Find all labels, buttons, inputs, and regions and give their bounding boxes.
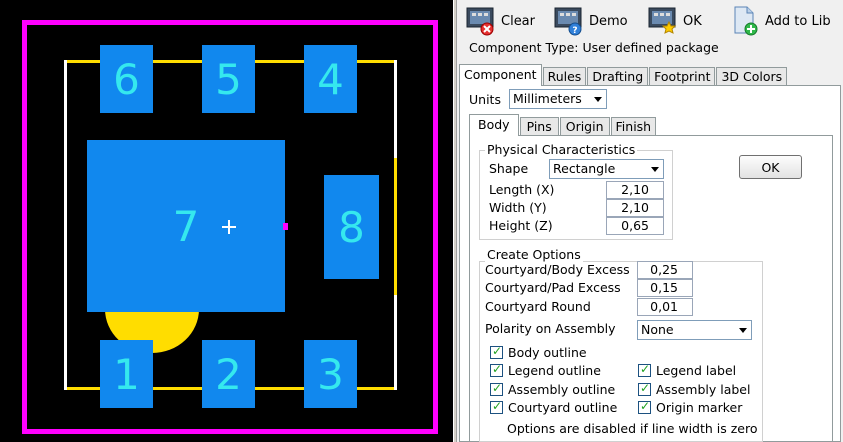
polarity-label: Polarity on Assembly — [485, 321, 616, 336]
footprint-preview[interactable]: 6 5 4 7 8 1 2 3 — [0, 0, 453, 442]
demo-label: Demo — [589, 13, 628, 29]
pad-6[interactable]: 6 — [100, 45, 153, 113]
ok-toolbar-label: OK — [683, 13, 702, 29]
clear-icon — [465, 5, 497, 37]
pad-2[interactable]: 2 — [202, 340, 255, 408]
assembly-outline-right — [394, 158, 397, 295]
origin-marker-checkbox[interactable]: ✓ Origin marker — [638, 399, 743, 415]
polarity-select[interactable]: None — [637, 320, 752, 340]
pad-3[interactable]: 3 — [304, 340, 357, 408]
courtyard-pad-excess-label: Courtyard/Pad Excess — [485, 280, 621, 295]
tab-origin[interactable]: Origin — [559, 117, 610, 136]
polarity-value: None — [641, 322, 674, 337]
shape-select[interactable]: Rectangle — [549, 159, 664, 179]
physical-characteristics-title: Physical Characteristics — [485, 142, 638, 157]
add-to-lib-button[interactable]: Add to Lib — [729, 4, 831, 38]
checkbox-icon: ✓ — [638, 362, 651, 377]
checkbox-icon: ✓ — [490, 381, 503, 396]
checkbox-icon: ✓ — [638, 381, 651, 396]
legend-label-checkbox[interactable]: ✓ Legend label — [638, 362, 737, 378]
clear-button[interactable]: Clear — [465, 4, 535, 38]
assembly-label-label: Assembly label — [656, 382, 751, 397]
tab-component[interactable]: Component — [459, 64, 542, 86]
courtyard-pad-excess-field[interactable]: 0,15 — [637, 279, 693, 297]
tab-footprint[interactable]: Footprint — [649, 67, 716, 86]
courtyard-body-excess-field[interactable]: 0,25 — [637, 261, 693, 279]
tab-rules[interactable]: Rules — [542, 67, 587, 86]
legend-outline-checkbox[interactable]: ✓ Legend outline — [490, 362, 601, 378]
height-field[interactable]: 0,65 — [606, 217, 664, 235]
units-select[interactable]: Millimeters — [509, 89, 607, 109]
shape-label: Shape — [489, 161, 529, 176]
demo-button[interactable]: ? Demo — [553, 4, 628, 38]
add-to-library-icon — [729, 5, 761, 37]
width-field[interactable]: 2,10 — [606, 199, 664, 217]
courtyard-outline — [22, 20, 438, 434]
create-options-title: Create Options — [485, 247, 583, 262]
body-tabbar: Body Pins Origin Finish — [469, 114, 657, 136]
shape-value: Rectangle — [553, 161, 616, 176]
length-field[interactable]: 2,10 — [606, 181, 664, 199]
tab-pins[interactable]: Pins — [519, 117, 559, 136]
component-type-label: Component Type: User defined package — [469, 40, 719, 55]
tab-finish[interactable]: Finish — [610, 117, 657, 136]
disabled-note: Options are disabled if line width is ze… — [507, 421, 758, 436]
legend-label-label: Legend label — [656, 363, 737, 378]
checkbox-icon: ✓ — [638, 399, 651, 414]
checkbox-icon: ✓ — [490, 344, 503, 359]
legend-outline-label: Legend outline — [508, 363, 601, 378]
courtyard-body-excess-label: Courtyard/Body Excess — [485, 262, 630, 277]
chevron-down-icon — [594, 97, 602, 102]
ok-button[interactable]: OK — [739, 155, 802, 179]
properties-panel: Clear ? Demo OK — [457, 0, 843, 442]
tab-body[interactable]: Body — [469, 114, 519, 136]
assembly-outline-label: Assembly outline — [508, 382, 616, 397]
body-outline-checkbox[interactable]: ✓ Body outline — [490, 344, 587, 360]
assembly-outline-checkbox[interactable]: ✓ Assembly outline — [490, 381, 616, 397]
pad-7[interactable]: 7 — [87, 140, 285, 312]
courtyard-round-label: Courtyard Round — [485, 299, 591, 314]
ok-icon — [647, 5, 679, 37]
body-outline-label: Body outline — [508, 345, 587, 360]
chevron-down-icon — [651, 167, 659, 172]
tab-drafting[interactable]: Drafting — [587, 67, 649, 86]
tab-3d-colors[interactable]: 3D Colors — [716, 67, 788, 86]
pad-8[interactable]: 8 — [324, 175, 379, 279]
units-label: Units — [469, 92, 501, 107]
checkbox-icon: ✓ — [490, 399, 503, 414]
courtyard-outline-label: Courtyard outline — [508, 400, 618, 415]
main-tabbar: Component Rules Drafting Footprint 3D Co… — [459, 64, 788, 86]
pin-marker — [283, 223, 288, 230]
length-label: Length (X) — [489, 182, 555, 197]
ok-toolbar-button[interactable]: OK — [647, 4, 702, 38]
add-to-lib-label: Add to Lib — [765, 13, 831, 29]
chevron-down-icon — [739, 328, 747, 333]
pad-1[interactable]: 1 — [100, 340, 153, 408]
pad-5[interactable]: 5 — [202, 45, 255, 113]
clear-label: Clear — [501, 13, 535, 29]
demo-icon: ? — [553, 5, 585, 37]
assembly-label-checkbox[interactable]: ✓ Assembly label — [638, 381, 751, 397]
units-value: Millimeters — [513, 91, 582, 106]
pad-4[interactable]: 4 — [304, 45, 357, 113]
courtyard-round-field[interactable]: 0,01 — [637, 298, 693, 316]
svg-text:?: ? — [572, 26, 577, 36]
origin-marker-icon — [222, 220, 236, 234]
height-label: Height (Z) — [489, 218, 553, 233]
panel-splitter[interactable] — [453, 0, 457, 442]
checkbox-icon: ✓ — [490, 362, 503, 377]
courtyard-outline-checkbox[interactable]: ✓ Courtyard outline — [490, 399, 618, 415]
width-label: Width (Y) — [489, 200, 547, 215]
origin-marker-label: Origin marker — [656, 400, 743, 415]
